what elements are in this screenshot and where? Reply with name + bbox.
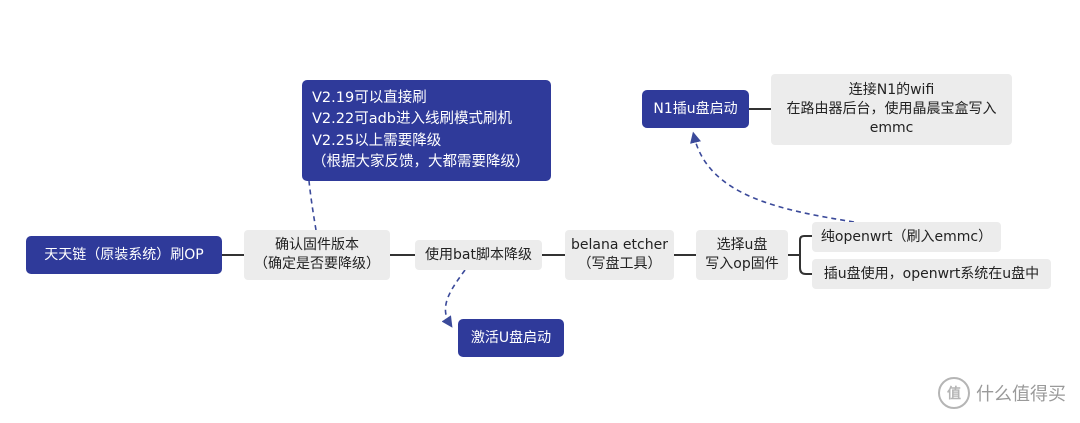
activate-usb-label: 激活U盘启动: [470, 329, 552, 346]
confirm-firmware-line-1: 确认固件版本: [275, 237, 359, 254]
version-notes-line-2: V2.22可adb进入线刷模式刷机: [312, 111, 512, 128]
pure-openwrt-node[interactable]: 纯openwrt（刷入emmc）: [812, 222, 1001, 252]
confirm-firmware-line-2: （确定是否要降级）: [254, 256, 380, 272]
version-notes-line-4: （根据大家反馈，大都需要降级）: [312, 153, 530, 170]
dashed-confirm-notes: [308, 180, 317, 231]
select-usb-line-1: 选择u盘: [716, 237, 768, 254]
watermark: 值 什么值得买: [938, 377, 1066, 409]
wifi-note-node[interactable]: 连接N1的wifi 在路由器后台，使用晶晨宝盒写入 emmc: [771, 74, 1012, 145]
dashed-bat-activate: [441, 269, 466, 328]
etcher-line-2: （写盘工具）: [577, 256, 662, 272]
wifi-note-line-1: 连接N1的wifi: [848, 82, 935, 99]
etcher-line-1: belana etcher: [571, 237, 668, 254]
etcher-node[interactable]: belana etcher （写盘工具）: [565, 230, 674, 280]
version-notes-node[interactable]: V2.19可以直接刷 V2.22可adb进入线刷模式刷机 V2.25以上需要降级…: [302, 80, 551, 181]
root-node-label: 天天链（原装系统）刷OP: [44, 246, 204, 263]
confirm-firmware-node[interactable]: 确认固件版本 （确定是否要降级）: [244, 230, 390, 280]
pure-openwrt-label: 纯openwrt（刷入emmc）: [820, 228, 993, 245]
version-notes-line-3: V2.25以上需要降级: [312, 132, 442, 149]
n1-usb-boot-label: N1插u盘启动: [653, 100, 738, 117]
activate-usb-node[interactable]: 激活U盘启动: [458, 319, 564, 357]
version-notes-line-1: V2.19可以直接刷: [312, 90, 427, 107]
usb-use-node[interactable]: 插u盘使用，openwrt系统在u盘中: [812, 259, 1051, 289]
dashed-pure-n1: [690, 131, 855, 223]
wifi-note-line-3: emmc: [869, 119, 914, 136]
bat-downgrade-label: 使用bat脚本降级: [425, 246, 532, 263]
watermark-text: 什么值得买: [976, 384, 1066, 405]
edge-select-branches: [788, 235, 812, 275]
bat-downgrade-node[interactable]: 使用bat脚本降级: [415, 240, 542, 270]
wifi-note-line-2: 在路由器后台，使用晶晨宝盒写入: [786, 101, 997, 118]
select-usb-line-2: 写入op固件: [705, 256, 779, 272]
watermark-logo-icon: 值: [938, 377, 970, 409]
watermark-logo-char: 值: [947, 386, 961, 402]
root-node[interactable]: 天天链（原装系统）刷OP: [26, 236, 222, 274]
select-usb-node[interactable]: 选择u盘 写入op固件: [696, 230, 788, 280]
n1-usb-boot-node[interactable]: N1插u盘启动: [642, 90, 749, 128]
usb-use-label: 插u盘使用，openwrt系统在u盘中: [823, 265, 1040, 282]
